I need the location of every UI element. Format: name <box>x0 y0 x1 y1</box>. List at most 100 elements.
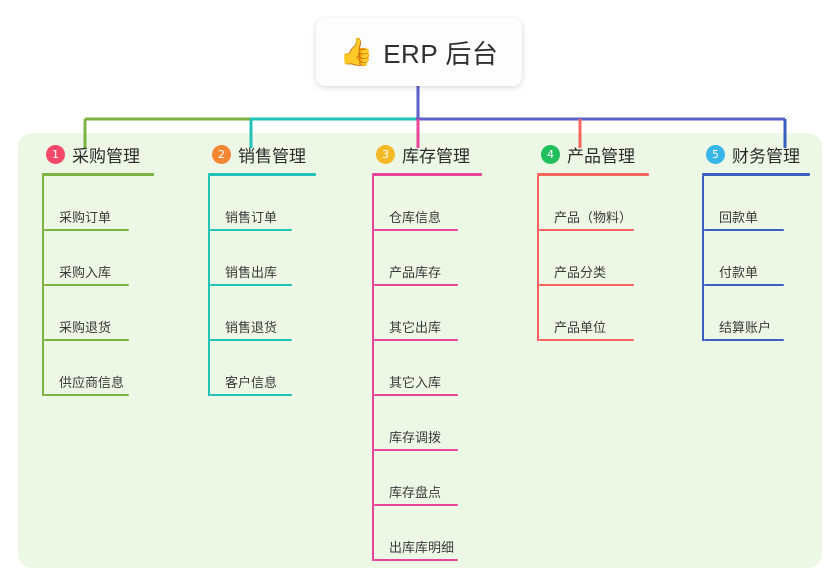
leaf-item[interactable]: 仓库信息 <box>372 176 522 231</box>
leaf-underline <box>704 339 784 341</box>
branch-spine <box>702 176 704 341</box>
leaf-label: 结算账户 <box>719 320 772 335</box>
leaf-item[interactable]: 付款单 <box>702 231 832 286</box>
leaf-item[interactable]: 结算账户 <box>702 286 832 341</box>
leaf-item[interactable]: 采购入库 <box>42 231 192 286</box>
leaf-underline <box>44 339 129 341</box>
leaf-underline <box>44 394 129 396</box>
leaf-label: 其它出库 <box>389 320 442 335</box>
branch-leaf-list: 仓库信息产品库存其它出库其它入库库存调拨库存盘点出库库明细 <box>372 176 522 561</box>
branch-column-3: 3 库存管理仓库信息产品库存其它出库其它入库库存调拨库存盘点出库库明细 <box>372 142 522 561</box>
branch-header-4[interactable]: 4 产品管理 <box>537 142 687 166</box>
leaf-label: 回款单 <box>719 210 759 225</box>
leaf-underline <box>374 504 458 506</box>
branch-title: 产品管理 <box>567 146 635 166</box>
branch-header-5[interactable]: 5 财务管理 <box>702 142 832 166</box>
leaf-item[interactable]: 销售出库 <box>208 231 358 286</box>
branch-header-1[interactable]: 1 采购管理 <box>42 142 192 166</box>
root-node[interactable]: 👍 ERP 后台 <box>316 18 522 86</box>
branch-spine <box>208 176 210 396</box>
leaf-underline <box>44 284 129 286</box>
leaf-underline <box>704 284 784 286</box>
branch-underline <box>208 173 316 176</box>
branch-column-5: 5 财务管理回款单付款单结算账户 <box>702 142 832 341</box>
branch-spine <box>42 176 44 396</box>
leaf-label: 产品（物料） <box>554 210 633 225</box>
thumbs-up-icon: 👍 <box>339 36 374 68</box>
branch-title: 采购管理 <box>72 146 140 166</box>
leaf-underline <box>704 229 784 231</box>
leaf-item[interactable]: 采购退货 <box>42 286 192 341</box>
leaf-underline <box>374 394 458 396</box>
branch-title: 库存管理 <box>402 146 470 166</box>
branches-panel <box>18 133 822 568</box>
leaf-item[interactable]: 产品单位 <box>537 286 687 341</box>
branch-header-3[interactable]: 3 库存管理 <box>372 142 522 166</box>
leaf-underline <box>374 339 458 341</box>
branch-underline <box>372 173 482 176</box>
branch-number-badge: 2 <box>212 144 231 164</box>
leaf-item[interactable]: 库存调拨 <box>372 396 522 451</box>
branch-column-1: 1 采购管理采购订单采购入库采购退货供应商信息 <box>42 142 192 396</box>
leaf-label: 采购退货 <box>59 320 112 335</box>
leaf-item[interactable]: 供应商信息 <box>42 341 192 396</box>
leaf-underline <box>374 449 458 451</box>
branch-leaf-list: 采购订单采购入库采购退货供应商信息 <box>42 176 192 396</box>
leaf-underline <box>44 229 129 231</box>
leaf-label: 供应商信息 <box>59 375 125 390</box>
leaf-underline <box>539 284 634 286</box>
leaf-label: 销售出库 <box>225 265 278 280</box>
leaf-label: 客户信息 <box>225 375 278 390</box>
leaf-label: 仓库信息 <box>389 210 442 225</box>
leaf-item[interactable]: 销售订单 <box>208 176 358 231</box>
leaf-item[interactable]: 库存盘点 <box>372 451 522 506</box>
branch-leaf-list: 回款单付款单结算账户 <box>702 176 832 341</box>
leaf-item[interactable]: 产品（物料） <box>537 176 687 231</box>
branch-number-badge: 4 <box>541 144 560 164</box>
branch-underline <box>702 173 810 176</box>
leaf-underline <box>374 284 458 286</box>
leaf-underline <box>210 339 292 341</box>
leaf-label: 产品单位 <box>554 320 607 335</box>
branch-underline <box>537 173 649 176</box>
leaf-underline <box>374 229 458 231</box>
leaf-label: 库存盘点 <box>389 485 442 500</box>
leaf-underline <box>374 559 458 561</box>
leaf-item[interactable]: 回款单 <box>702 176 832 231</box>
root-title: ERP 后台 <box>383 38 499 69</box>
leaf-label: 销售订单 <box>225 210 278 225</box>
branch-leaf-list: 产品（物料） 产品分类产品单位 <box>537 176 687 341</box>
leaf-item[interactable]: 其它入库 <box>372 341 522 396</box>
leaf-item[interactable]: 客户信息 <box>208 341 358 396</box>
leaf-label: 销售退货 <box>225 320 278 335</box>
leaf-label: 付款单 <box>719 265 759 280</box>
leaf-underline <box>539 339 634 341</box>
branch-title: 财务管理 <box>732 146 800 166</box>
branch-spine <box>372 176 374 561</box>
leaf-label: 出库库明细 <box>389 540 455 555</box>
leaf-underline <box>539 229 634 231</box>
branch-underline <box>42 173 154 176</box>
leaf-label: 产品库存 <box>389 265 442 280</box>
leaf-item[interactable]: 采购订单 <box>42 176 192 231</box>
branch-leaf-list: 销售订单销售出库销售退货客户信息 <box>208 176 358 396</box>
leaf-label: 其它入库 <box>389 375 442 390</box>
leaf-item[interactable]: 出库库明细 <box>372 506 522 561</box>
leaf-item[interactable]: 销售退货 <box>208 286 358 341</box>
leaf-item[interactable]: 产品分类 <box>537 231 687 286</box>
leaf-underline <box>210 284 292 286</box>
leaf-item[interactable]: 产品库存 <box>372 231 522 286</box>
leaf-label: 采购订单 <box>59 210 112 225</box>
branch-header-2[interactable]: 2 销售管理 <box>208 142 358 166</box>
branch-spine <box>537 176 539 341</box>
leaf-label: 产品分类 <box>554 265 607 280</box>
leaf-label: 采购入库 <box>59 265 112 280</box>
branch-column-2: 2 销售管理销售订单销售出库销售退货客户信息 <box>208 142 358 396</box>
branch-column-4: 4 产品管理产品（物料） 产品分类产品单位 <box>537 142 687 341</box>
branch-number-badge: 1 <box>46 144 65 164</box>
leaf-item[interactable]: 其它出库 <box>372 286 522 341</box>
branch-number-badge: 5 <box>706 144 725 164</box>
branch-number-badge: 3 <box>376 144 395 164</box>
branch-title: 销售管理 <box>238 146 306 166</box>
